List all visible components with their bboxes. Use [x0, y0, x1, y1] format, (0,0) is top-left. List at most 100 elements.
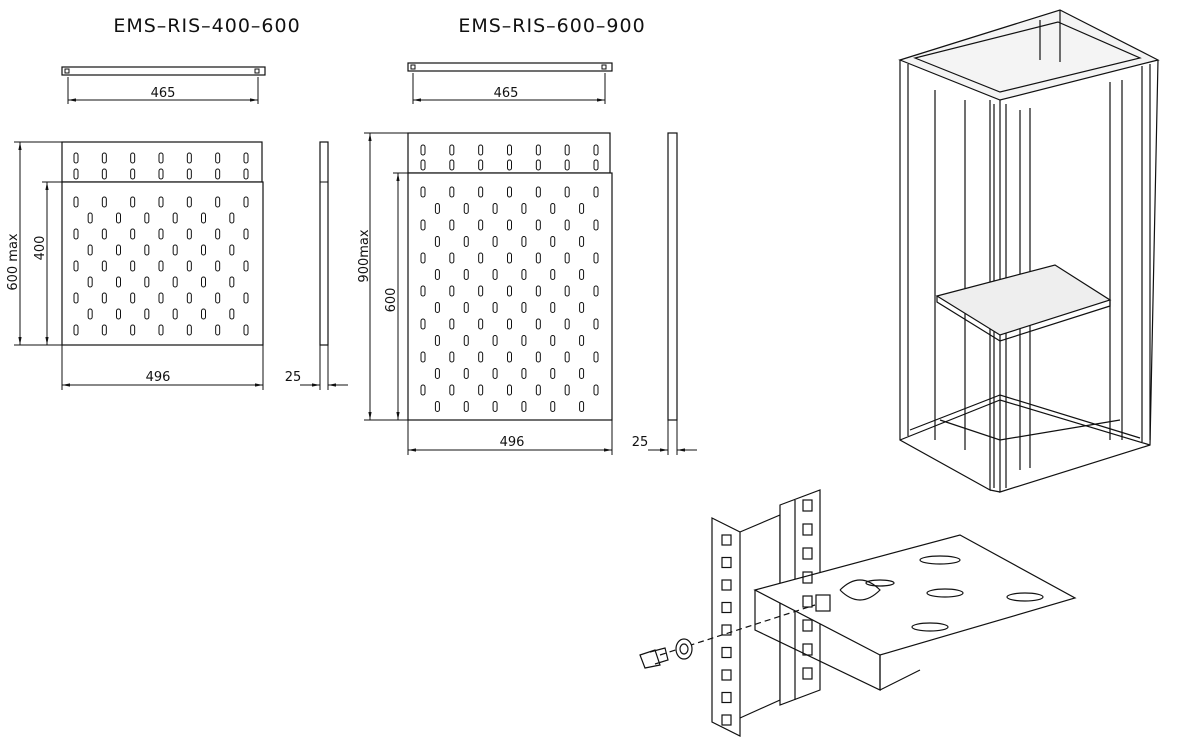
- slot: [215, 152, 221, 164]
- top-view-bar: [407, 62, 613, 104]
- slot: [449, 144, 455, 156]
- shelf-side-view: [648, 132, 697, 455]
- slot: [215, 260, 221, 272]
- slot: [73, 260, 79, 272]
- slot: [478, 252, 484, 264]
- slot: [463, 335, 469, 346]
- slot: [593, 252, 599, 264]
- slot: [449, 285, 455, 297]
- slot: [550, 203, 556, 214]
- slot: [229, 244, 235, 256]
- rack-cabinet-isometric: [898, 9, 1160, 493]
- rail-hole: [721, 556, 732, 569]
- rail-hole: [802, 667, 813, 680]
- model-title: EMS–RIS–400–600: [113, 15, 300, 37]
- slot: [535, 318, 541, 330]
- slot: [564, 219, 570, 231]
- slot: [507, 384, 512, 396]
- slot: [492, 203, 498, 214]
- rail-hole: [802, 619, 813, 632]
- slot: [463, 401, 469, 412]
- slot: [101, 196, 107, 208]
- slot: [521, 335, 527, 346]
- rail-hole: [802, 643, 813, 656]
- slot: [521, 368, 527, 379]
- slot: [420, 351, 426, 363]
- slot: [492, 401, 498, 412]
- slot: [449, 252, 455, 264]
- slot: [420, 219, 426, 231]
- slot: [535, 252, 541, 264]
- slot: [420, 384, 426, 396]
- mounting-bracket-detail: [639, 489, 1077, 737]
- slot: [215, 324, 221, 336]
- slot: [593, 144, 599, 156]
- dimension-front-width: 465: [151, 86, 176, 101]
- slot: [478, 285, 484, 297]
- slot: [87, 308, 93, 320]
- slot: [101, 168, 107, 180]
- slot: [579, 203, 585, 214]
- slot: [215, 168, 221, 180]
- slot: [87, 244, 93, 256]
- shelf-plan-view: [61, 141, 264, 346]
- slot: [478, 144, 484, 156]
- slot: [449, 186, 455, 198]
- slot: [463, 302, 469, 313]
- slot: [579, 236, 585, 247]
- slot: [73, 196, 79, 208]
- slot: [593, 351, 599, 363]
- rail-hole: [721, 579, 732, 591]
- slot: [243, 228, 249, 240]
- slot: [116, 276, 121, 288]
- slot: [449, 159, 455, 171]
- slot: [87, 212, 93, 224]
- slot: [186, 196, 192, 208]
- slot: [535, 219, 541, 231]
- dimension-front-width: 465: [494, 86, 519, 101]
- slot: [478, 159, 484, 171]
- slot: [564, 159, 570, 171]
- slot: [130, 292, 136, 304]
- slot: [507, 144, 512, 156]
- slot: [463, 203, 469, 214]
- slot: [449, 384, 455, 396]
- slot: [144, 244, 150, 256]
- slot: [449, 351, 455, 363]
- slot: [101, 228, 107, 240]
- slot: [550, 401, 556, 412]
- slot: [201, 244, 206, 256]
- rail-hole: [802, 547, 813, 560]
- slot: [73, 168, 79, 180]
- slot: [201, 212, 206, 224]
- slot: [564, 285, 570, 297]
- slot: [478, 351, 484, 363]
- slot: [449, 219, 455, 231]
- slot: [158, 324, 164, 336]
- shelf-plan-view: [407, 132, 613, 421]
- slot: [243, 292, 249, 304]
- slot: [478, 186, 484, 198]
- slot: [550, 335, 556, 346]
- slot: [478, 318, 484, 330]
- slot: [101, 260, 107, 272]
- slot: [521, 302, 527, 313]
- slot: [172, 212, 178, 224]
- slot: [215, 228, 221, 240]
- slot: [507, 186, 512, 198]
- slot: [73, 228, 79, 240]
- slot: [158, 196, 164, 208]
- slot: [507, 252, 512, 264]
- slot: [130, 152, 136, 164]
- slot: [158, 152, 164, 164]
- slot: [550, 269, 556, 280]
- slot: [564, 318, 570, 330]
- slot: [550, 236, 556, 247]
- slot: [463, 269, 469, 280]
- slot: [521, 269, 527, 280]
- rail-hole: [802, 499, 813, 512]
- slot: [186, 228, 192, 240]
- dimension-thickness: 25: [285, 370, 302, 385]
- slot: [229, 212, 235, 224]
- slot: [507, 318, 512, 330]
